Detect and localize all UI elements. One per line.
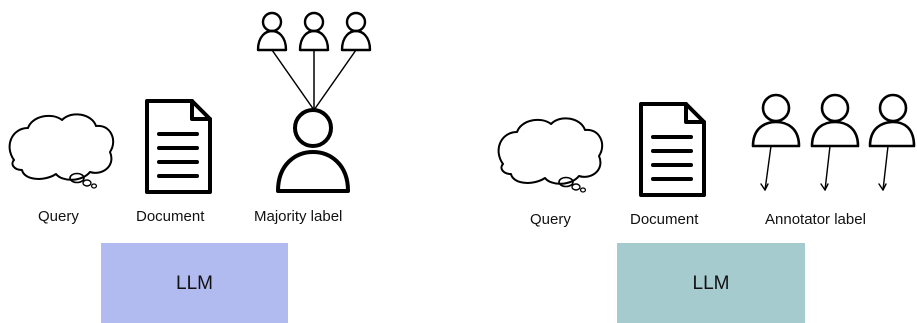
- aggregation-lines: [271, 49, 357, 111]
- annotator-label: Annotator label: [765, 211, 866, 228]
- person-icon: [256, 11, 288, 52]
- majority-label: Majority label: [254, 208, 342, 225]
- annotator-arrows: [760, 145, 889, 191]
- right-panel: Query Document: [497, 93, 916, 323]
- query-label: Query: [38, 208, 79, 225]
- llm-box: [101, 243, 288, 323]
- llm-label: LLM: [176, 273, 213, 294]
- thought-bubble-icon: [497, 117, 604, 193]
- document-label: Document: [630, 211, 699, 228]
- document-icon: [145, 99, 212, 194]
- annotator-group: [256, 11, 372, 52]
- annotator-group: [751, 93, 916, 148]
- llm-box: [617, 243, 805, 323]
- person-icon: [868, 93, 916, 148]
- person-icon: [298, 11, 330, 52]
- person-icon: [276, 108, 350, 193]
- person-icon: [340, 11, 372, 52]
- document-icon: [639, 102, 706, 197]
- llm-label: LLM: [693, 273, 730, 294]
- person-icon: [810, 93, 860, 148]
- document-label: Document: [136, 208, 205, 225]
- thought-bubble-icon: [8, 113, 115, 189]
- left-panel: Query Document: [8, 11, 372, 323]
- person-icon: [751, 93, 801, 148]
- query-label: Query: [530, 211, 571, 228]
